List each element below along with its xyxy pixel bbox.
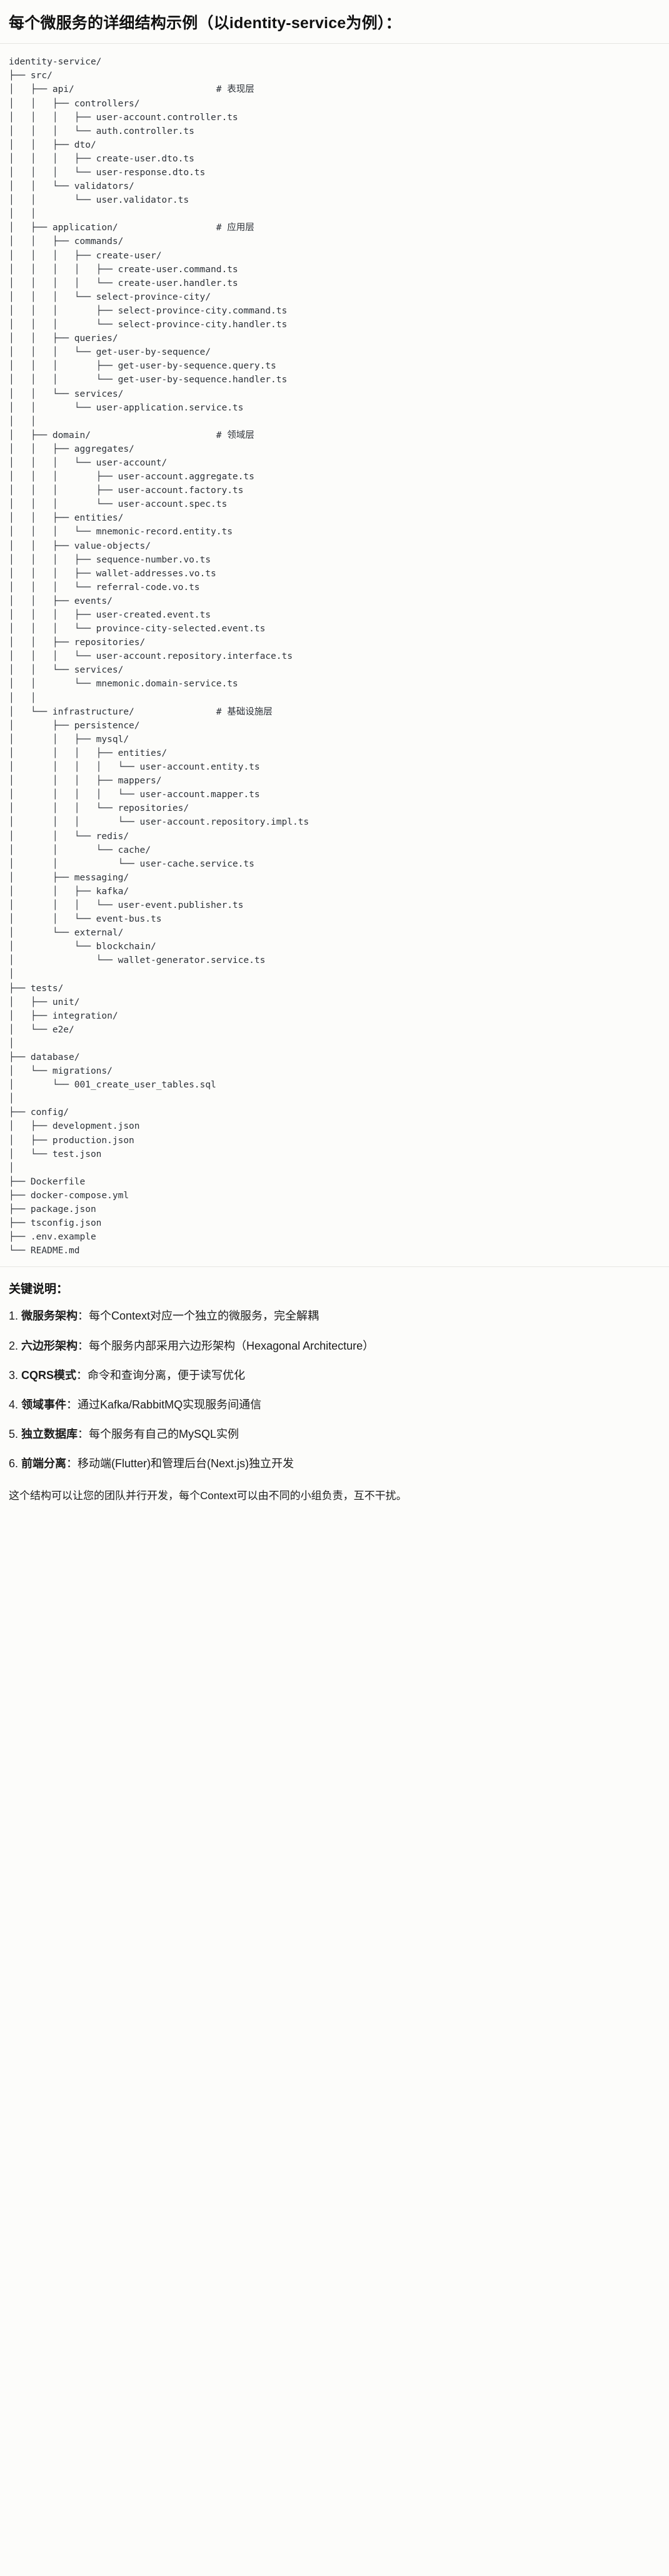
- notes-section: 关键说明： 1. 微服务架构：每个Context对应一个独立的微服务，完全解耦 …: [0, 1267, 669, 1513]
- note-body: ：移动端(Flutter)和管理后台(Next.js)独立开发: [66, 1457, 294, 1470]
- note-item: 5. 独立数据库：每个服务有自己的MySQL实例: [9, 1426, 660, 1442]
- note-lead: 六边形架构: [21, 1339, 78, 1352]
- page-title: 每个微服务的详细结构示例（以identity-service为例）：: [9, 14, 401, 32]
- title-section: 每个微服务的详细结构示例（以identity-service为例）：: [0, 0, 669, 44]
- note-item: 3. CQRS模式：命令和查询分离，便于读写优化: [9, 1367, 660, 1383]
- note-item: 6. 前端分离：移动端(Flutter)和管理后台(Next.js)独立开发: [9, 1455, 660, 1472]
- document-page: 每个微服务的详细结构示例（以identity-service为例）： ident…: [0, 0, 669, 1513]
- note-body: ：每个服务有自己的MySQL实例: [78, 1427, 239, 1440]
- closing-paragraph: 这个结构可以让您的团队并行开发，每个Context可以由不同的小组负责，互不干扰…: [9, 1489, 407, 1502]
- note-item: 4. 领域事件：通过Kafka/RabbitMQ实现服务间通信: [9, 1397, 660, 1413]
- directory-tree: identity-service/ ├── src/ │ ├── api/ # …: [9, 57, 309, 1256]
- note-lead: 前端分离: [21, 1457, 67, 1470]
- note-item: 1. 微服务架构：每个Context对应一个独立的微服务，完全解耦: [9, 1308, 660, 1324]
- note-number: 6.: [9, 1457, 22, 1470]
- note-lead: 独立数据库: [21, 1427, 78, 1440]
- note-number: 4.: [9, 1398, 22, 1411]
- note-number: 2.: [9, 1339, 22, 1352]
- note-number: 5.: [9, 1427, 22, 1440]
- note-item: 2. 六边形架构：每个服务内部采用六边形架构（Hexagonal Archite…: [9, 1338, 660, 1354]
- directory-tree-block: identity-service/ ├── src/ │ ├── api/ # …: [0, 44, 669, 1268]
- note-number: 3.: [9, 1368, 22, 1382]
- notes-heading: 关键说明：: [9, 1283, 69, 1296]
- note-body: ：命令和查询分离，便于读写优化: [76, 1368, 246, 1382]
- note-lead: 微服务架构: [21, 1310, 78, 1323]
- note-body: ：每个服务内部采用六边形架构（Hexagonal Architecture）: [78, 1339, 375, 1352]
- note-body: ：通过Kafka/RabbitMQ实现服务间通信: [66, 1398, 262, 1411]
- note-lead: 领域事件: [21, 1398, 67, 1411]
- notes-list: 1. 微服务架构：每个Context对应一个独立的微服务，完全解耦 2. 六边形…: [9, 1308, 660, 1472]
- note-number: 1.: [9, 1310, 22, 1323]
- note-lead: CQRS模式: [21, 1368, 77, 1382]
- note-body: ：每个Context对应一个独立的微服务，完全解耦: [78, 1310, 319, 1323]
